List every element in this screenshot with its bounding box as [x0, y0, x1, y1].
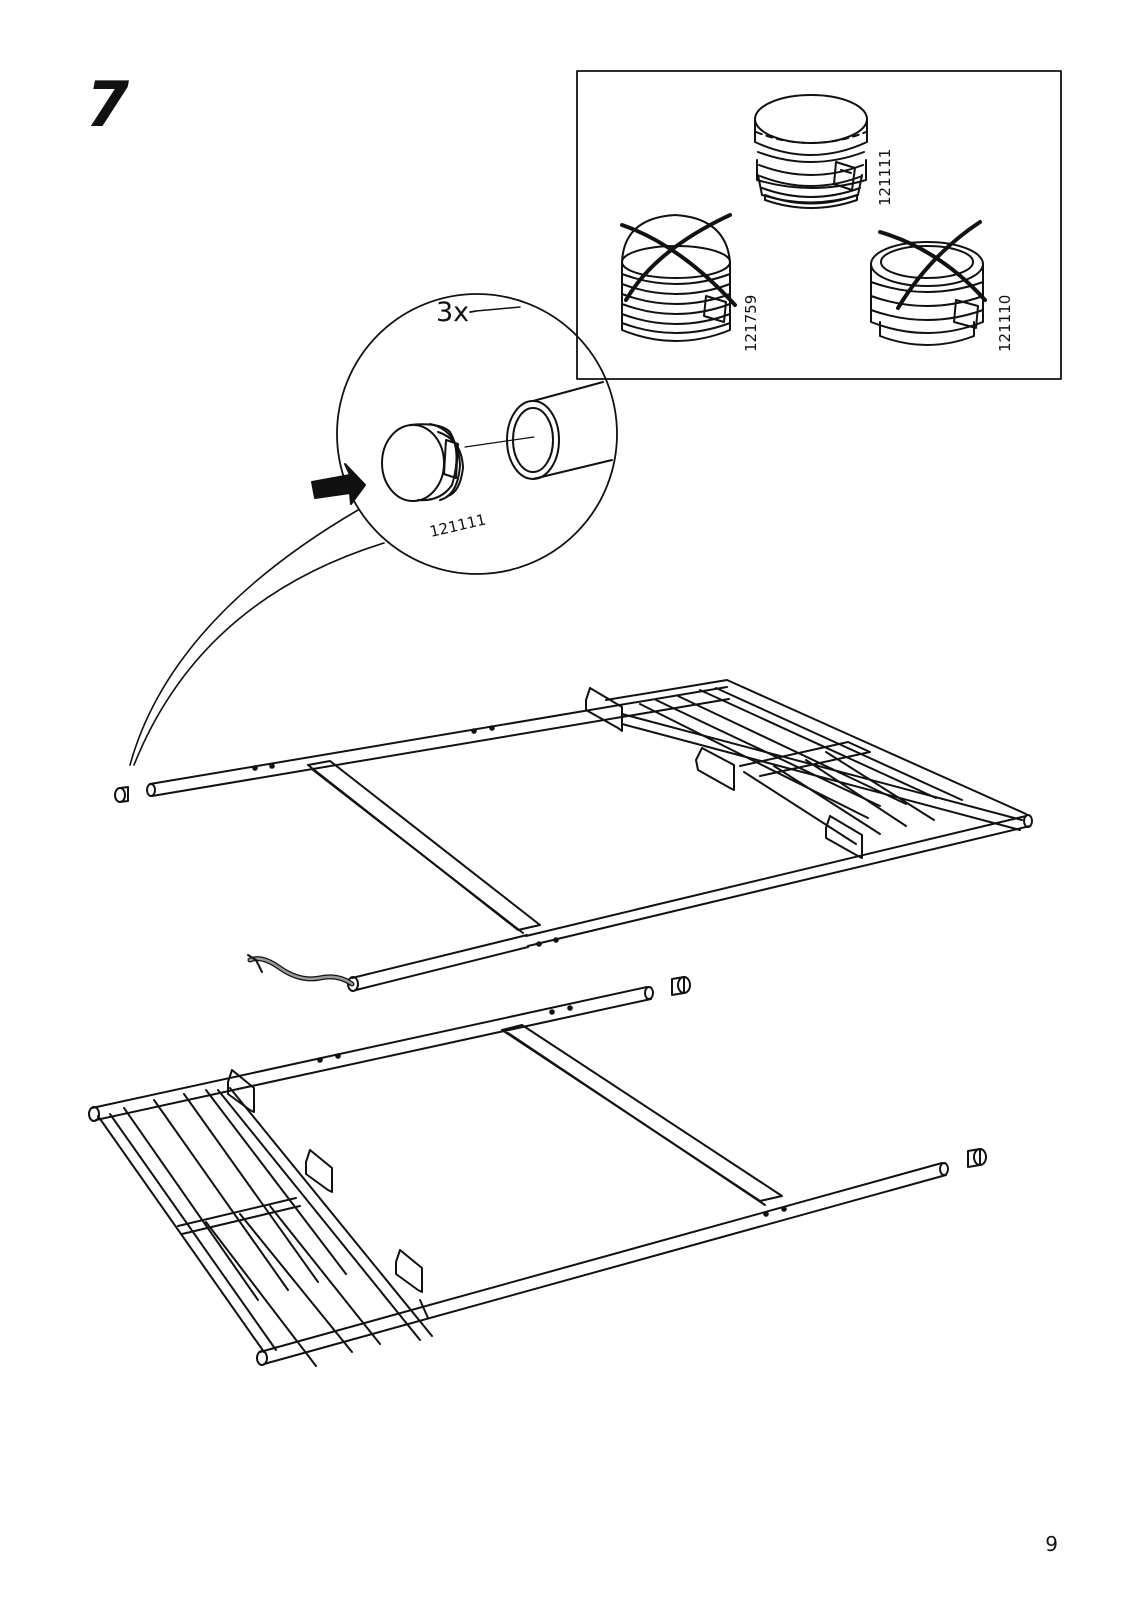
cross-mark-icon — [622, 215, 735, 305]
end-cap-correct-icon — [755, 95, 867, 208]
inset-wrong-code-1: 121759 — [742, 295, 760, 352]
zoom-detail: 121111 — [312, 294, 617, 574]
page-number: 9 — [1045, 1534, 1058, 1554]
inset-frame — [577, 71, 1061, 379]
tube-end-icon — [507, 382, 612, 479]
step-number: 7 — [86, 74, 129, 136]
leader-lines — [130, 510, 384, 765]
end-cap-wrong-domed-icon — [622, 215, 730, 341]
zoom-part-code: 121111 — [428, 510, 488, 540]
alignment-line — [465, 437, 534, 447]
part-comparison-inset: 121111 121759 — [577, 71, 1061, 379]
arrow-right-icon — [312, 464, 365, 504]
cross-mark-icon — [880, 222, 985, 308]
inset-correct-code: 121111 — [876, 149, 894, 206]
zoom-circle — [337, 294, 617, 574]
bed-frame-upper — [115, 680, 1032, 991]
bed-frame-lower — [89, 977, 986, 1366]
end-cap-icon — [968, 1149, 986, 1167]
end-cap-wrong-flat-icon — [871, 242, 983, 345]
quantity-label: 3x — [436, 297, 469, 328]
end-cap-icon — [672, 977, 690, 995]
end-cap-icon — [382, 424, 463, 501]
inset-wrong-code-2: 121110 — [996, 295, 1014, 352]
end-cap-icon — [115, 787, 128, 802]
